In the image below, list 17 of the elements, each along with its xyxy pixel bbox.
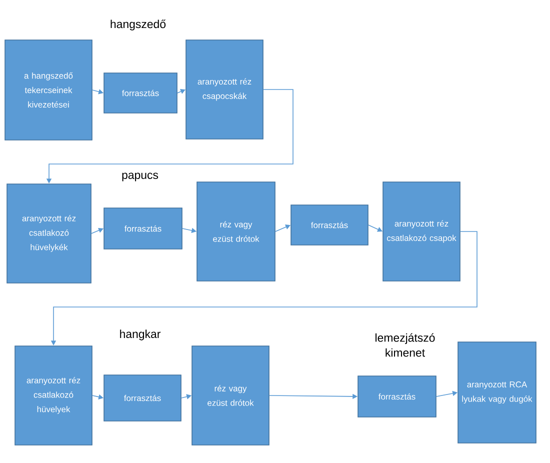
section-label: hangszedő — [110, 20, 166, 30]
process-box: forrasztás — [104, 374, 182, 422]
process-box: aranyozott réz csatlakozó csapok — [382, 182, 460, 282]
process-box: réz vagy ezüst drótok — [192, 346, 270, 446]
process-box: forrasztás — [358, 376, 436, 418]
section-label: hangkar — [120, 330, 160, 340]
process-box: aranyozott réz csatlakozó hüvelykék — [6, 184, 92, 284]
process-box: forrasztás — [290, 204, 368, 246]
process-box: aranyozott RCA lyukak vagy dugók — [458, 342, 536, 444]
process-box: aranyozott réz csapocskák — [186, 40, 264, 140]
process-box: forrasztás — [104, 72, 178, 114]
process-box: forrasztás — [104, 208, 182, 250]
section-label: lemezjátszó kimenet — [376, 333, 435, 357]
process-box: aranyozott réz csatlakozó hüvelyek — [14, 346, 92, 446]
process-box: réz vagy ezüst drótok — [196, 182, 276, 282]
section-label: papucs — [122, 172, 158, 182]
process-box: a hangszedő tekercseinek kivezetései — [4, 40, 92, 140]
